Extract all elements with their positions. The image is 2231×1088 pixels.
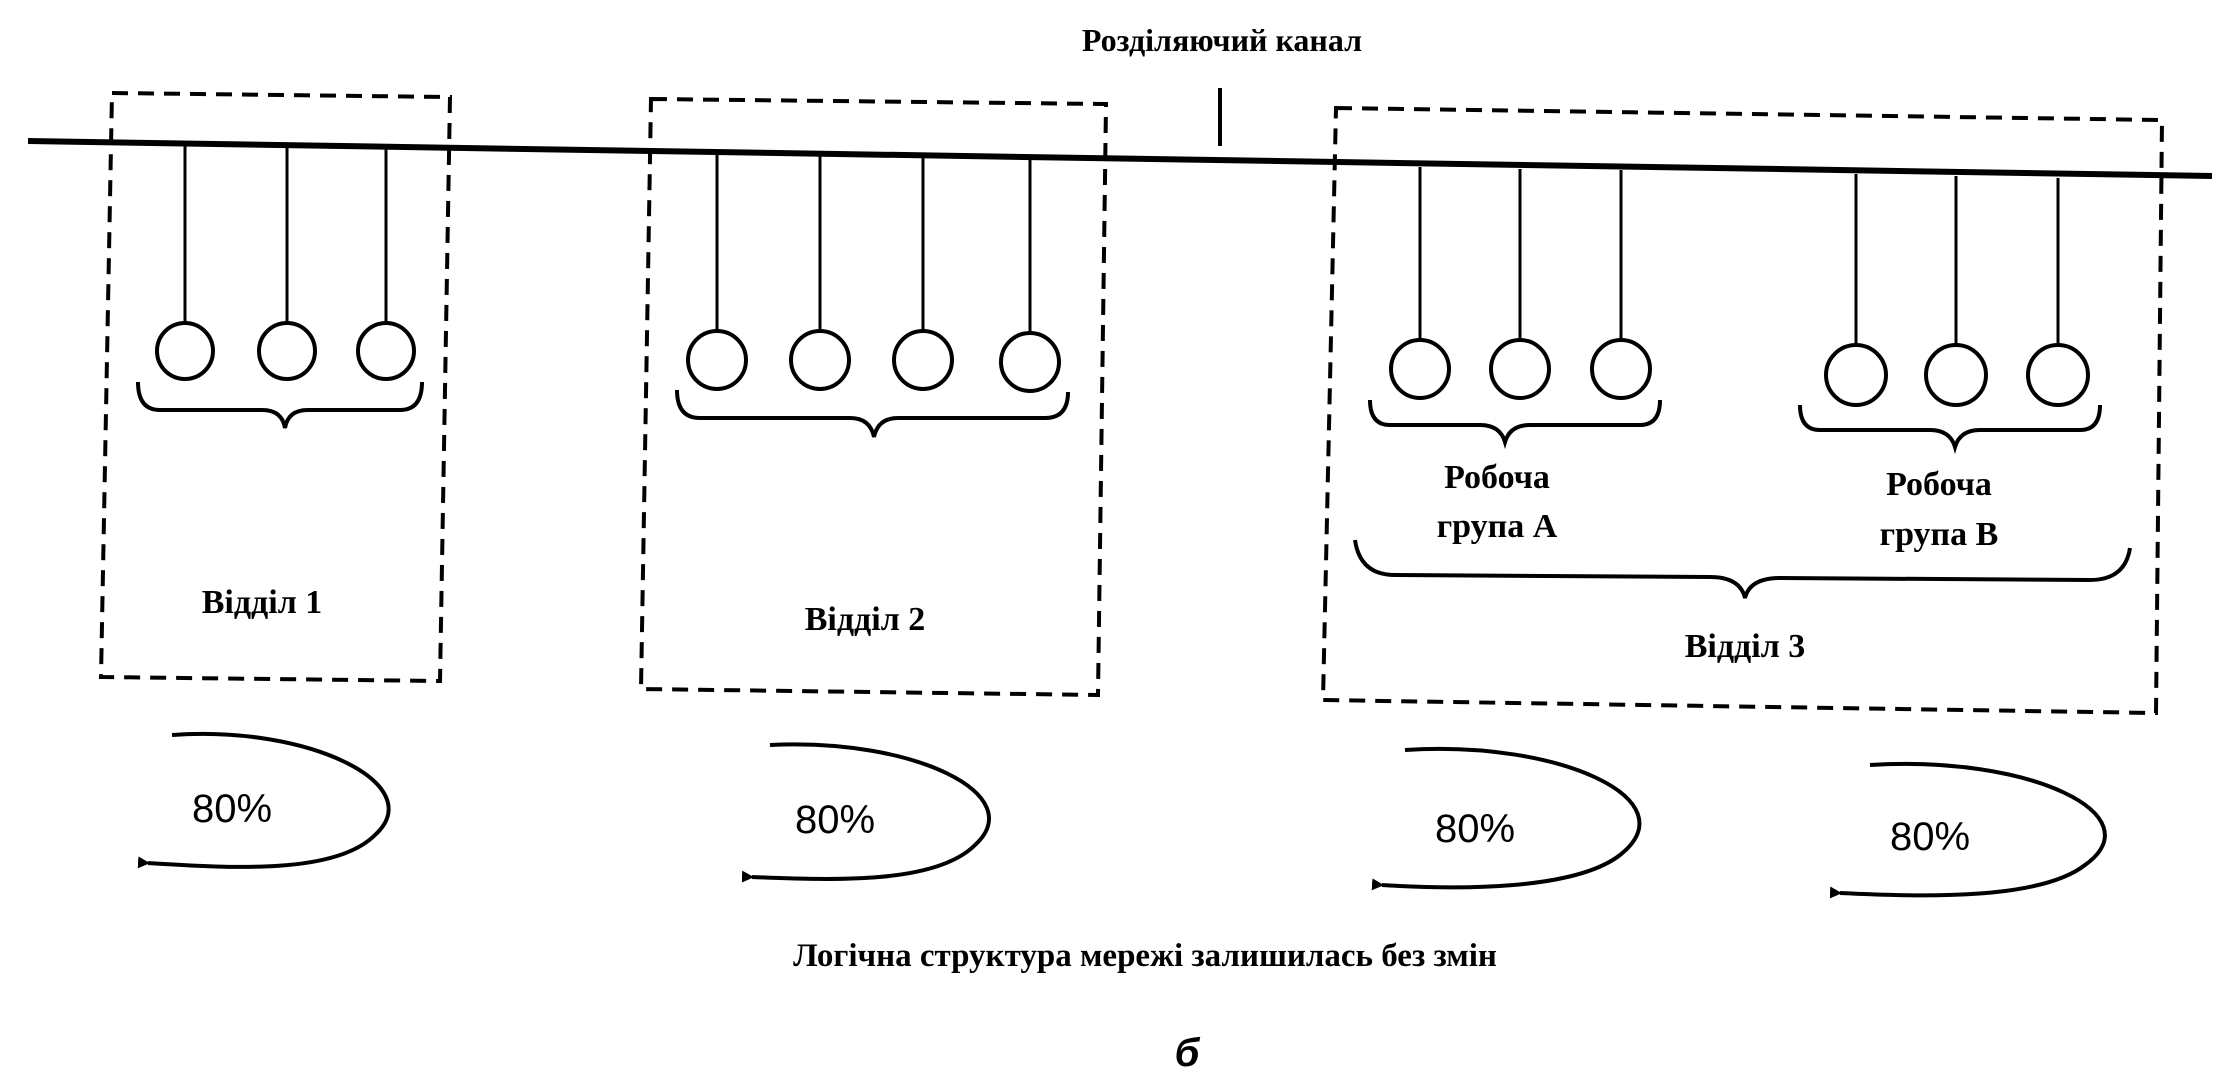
department-2-box [638,96,1109,698]
workstation-node [1824,343,1888,407]
work-group-a-line2: група А [1437,508,1558,545]
diagram-caption: Логічна структура мережі залишилась без … [793,938,1497,974]
department-1-workstations [136,143,424,429]
workstation-node [1924,343,1988,407]
curved-arrow-icon [1829,762,2107,899]
workstation-node [1389,338,1451,400]
workstation-node [789,329,851,391]
brace-icon [1798,404,2102,455]
traffic-arrow-1: 80% [137,731,391,869]
work-group-b-line1: Робоча [1886,466,1992,503]
traffic-label: 80% [1890,815,1970,859]
department-2-label: Відділ 2 [805,601,926,638]
work-group-b-workstations [1798,174,2102,455]
workstation-node [356,321,416,381]
workstation-node [155,321,215,381]
brace-icon [136,381,424,429]
workstation-node [1590,338,1652,400]
brace-icon [675,389,1070,438]
brace-icon [1368,399,1662,450]
workstation-node [892,329,954,391]
curved-arrow-icon [741,742,991,883]
workstation-node [2026,343,2090,407]
traffic-arrow-2: 80% [741,742,991,883]
curved-arrow-icon [1371,747,1642,891]
traffic-label: 80% [795,798,875,842]
network-bus-line [27,138,2213,179]
work-group-a-line1: Робоча [1444,459,1550,496]
traffic-label: 80% [192,787,272,831]
workstation-node [1489,338,1551,400]
curved-arrow-icon [137,731,391,869]
work-group-a-workstations [1368,167,1662,450]
traffic-label: 80% [1435,807,1515,851]
department-3-label: Відділ 3 [1685,628,1806,665]
traffic-arrow-4: 80% [1829,762,2107,899]
department-1-box [98,90,453,684]
workstation-node [999,331,1061,393]
diagram-title: Розділяючий канал [1082,22,1362,58]
department-1-label: Відділ 1 [202,584,323,621]
department-3-box [1320,105,2165,716]
figure-letter: б [1175,1031,1201,1075]
traffic-arrow-3: 80% [1371,747,1642,891]
workstation-node [257,321,317,381]
department-3-brace-icon [1353,539,2132,599]
work-group-b-line2: група В [1880,516,1999,553]
workstation-node [686,329,748,391]
department-2-workstations [675,152,1070,438]
